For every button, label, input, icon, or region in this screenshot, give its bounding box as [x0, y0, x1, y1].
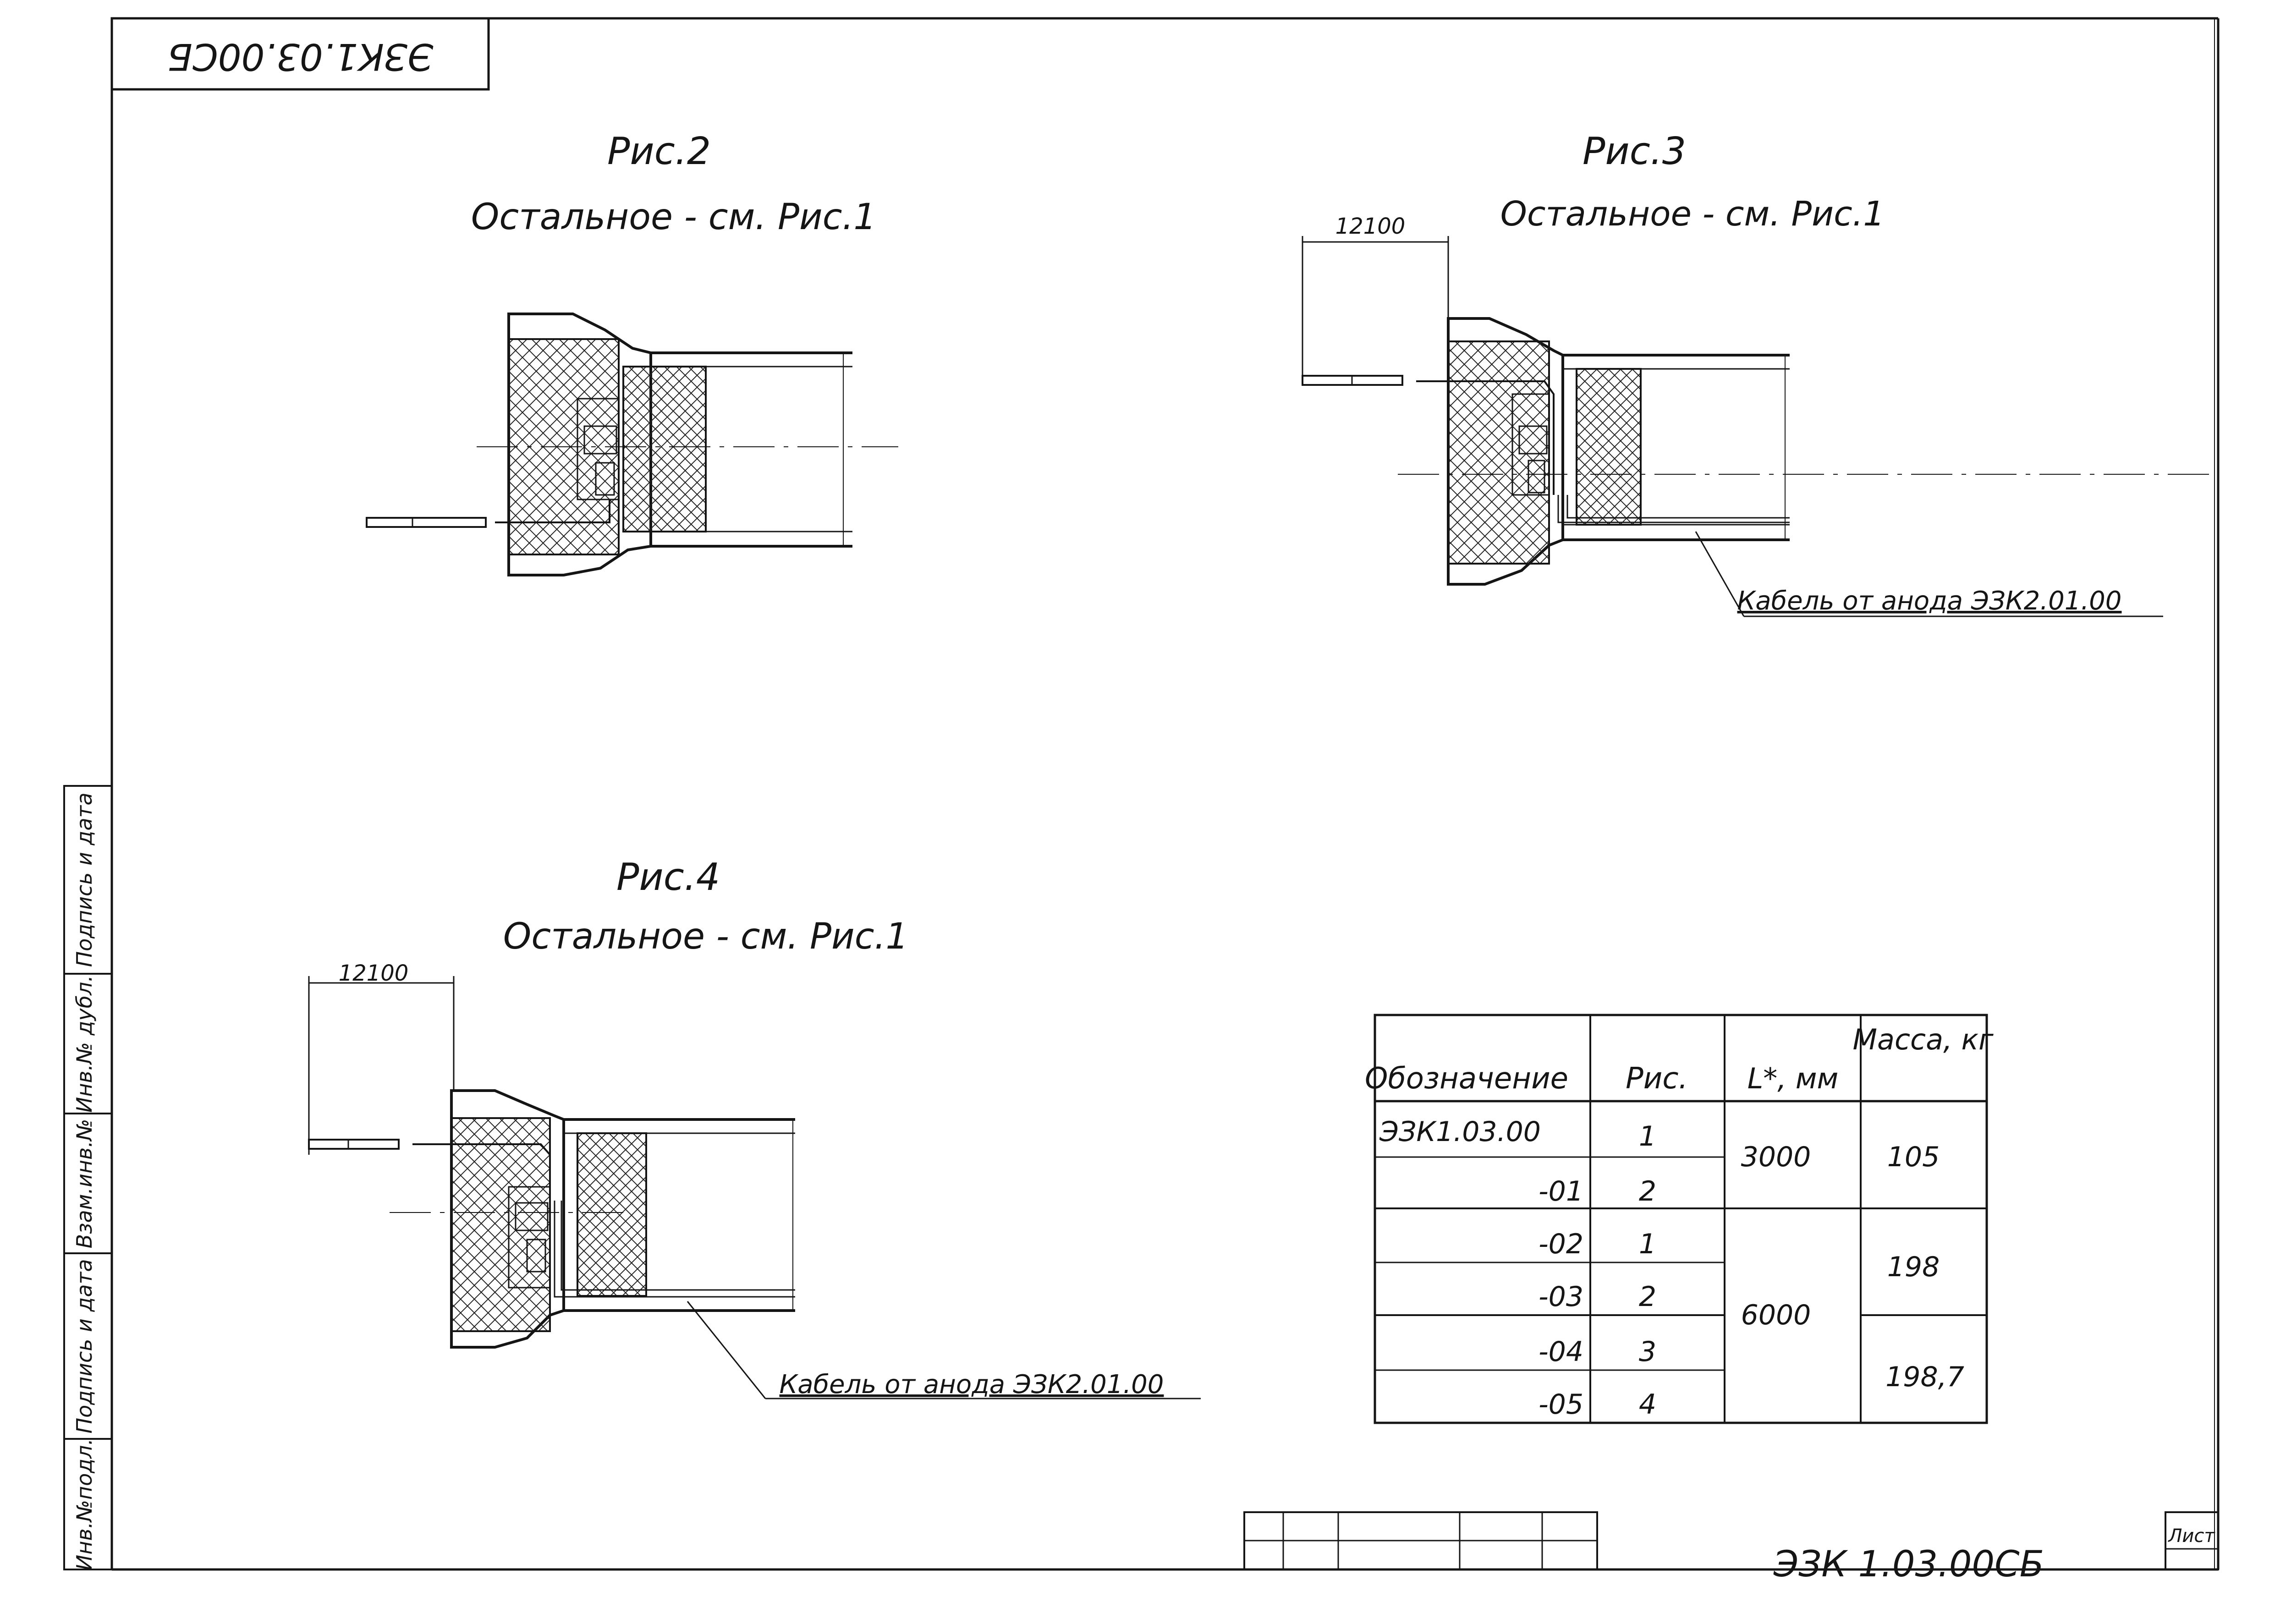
- header-figure: Рис.: [1626, 1062, 1688, 1096]
- figure-3: Рис.3 Остальное - см. Рис.1 12100 Кабель…: [1302, 130, 2214, 617]
- row-2-designation: -01: [1539, 1175, 1583, 1207]
- top-title-text: ЭЗК1.03.00СБ: [167, 35, 434, 78]
- figure-3-subtitle: Остальное - см. Рис.1: [1500, 194, 1885, 234]
- figure-4-subtitle: Остальное - см. Рис.1: [503, 916, 908, 957]
- header-length: L*, мм: [1747, 1062, 1839, 1095]
- stamp-inv-podl: Инв.№подл.: [72, 1438, 97, 1570]
- stamp-inv-dubl: Инв.№ дубл.: [72, 975, 97, 1113]
- row-4-figure: 2: [1639, 1281, 1656, 1313]
- figure-4-dimension: 12100: [339, 960, 409, 986]
- figure-4-title: Рис.4: [616, 856, 720, 899]
- side-stamp: Инв.№подл. Подпись и дата Взам.инв.№ Инв…: [63, 785, 113, 1570]
- specification-table: Обозначение Рис. L*, мм Масса, кг ЭЗК1.0…: [1365, 1014, 1994, 1424]
- row-1-designation: ЭЗК1.03.00: [1379, 1116, 1541, 1148]
- row-3-figure: 1: [1639, 1228, 1656, 1260]
- stamp-signature-date-1: Подпись и дата: [72, 1259, 97, 1433]
- row-2-figure: 2: [1639, 1175, 1656, 1207]
- sheet-frame: [110, 17, 2220, 1571]
- stamp-vzam-inv: Взам.инв.№: [72, 1119, 97, 1248]
- row-6-designation: -05: [1539, 1388, 1583, 1421]
- figure-2: Рис.2 Остальное - см. Рис.1: [366, 130, 898, 576]
- row-1-figure: 1: [1639, 1120, 1656, 1152]
- row-5-figure: 3: [1639, 1336, 1656, 1368]
- row-4-designation: -03: [1539, 1281, 1583, 1313]
- header-mass: Масса, кг: [1852, 1023, 1994, 1056]
- bottom-title-strip: ЭЗК 1.03.00СБ Лист: [1243, 1511, 2219, 1585]
- figure-3-title: Рис.3: [1583, 130, 1686, 173]
- header-designation: Обозначение: [1365, 1062, 1568, 1096]
- mass-198: 198: [1887, 1251, 1940, 1283]
- length-6000: 6000: [1741, 1299, 1811, 1331]
- figure-2-subtitle: Остальное - см. Рис.1: [471, 197, 876, 238]
- figure-2-title: Рис.2: [607, 130, 711, 173]
- top-title-block: ЭЗК1.03.00СБ: [110, 17, 490, 91]
- figure-4: Рис.4 Остальное - см. Рис.1 12100 Кабель…: [308, 856, 1201, 1399]
- row-3-designation: -02: [1539, 1228, 1583, 1260]
- stamp-signature-date-2: Подпись и дата: [72, 792, 97, 967]
- figure-3-callout: Кабель от анода ЭЗК2.01.00: [1737, 586, 2122, 616]
- mass-105: 105: [1887, 1141, 1940, 1173]
- figure-3-dimension: 12100: [1335, 214, 1406, 239]
- sheet-label: Лист: [2167, 1525, 2215, 1547]
- mass-198-7: 198,7: [1885, 1361, 1964, 1393]
- row-5-designation: -04: [1539, 1336, 1583, 1368]
- length-3000: 3000: [1741, 1141, 1811, 1173]
- footer-code: ЭЗК 1.03.00СБ: [1773, 1544, 2044, 1585]
- row-6-figure: 4: [1639, 1388, 1656, 1421]
- figure-4-callout: Кабель от анода ЭЗК2.01.00: [780, 1370, 1164, 1399]
